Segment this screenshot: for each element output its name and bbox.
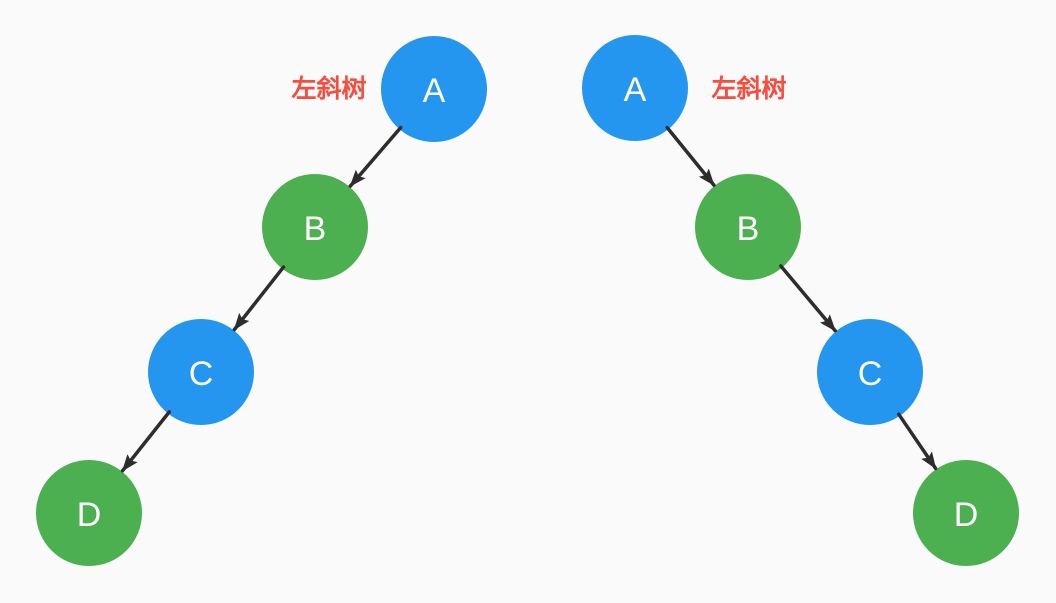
- edge-b-c: [779, 264, 837, 333]
- tree-node-d: [913, 460, 1019, 566]
- edge-c-d: [896, 412, 938, 471]
- tree-annotation: 左斜树: [291, 75, 366, 103]
- tree-node-d: [36, 460, 142, 566]
- tree-annotation: 左斜树: [711, 75, 786, 103]
- left-skewed-tree-right: A B C D 左斜树: [582, 35, 1019, 566]
- left-skewed-tree-left: A B C D 左斜树: [36, 36, 487, 566]
- tree-node-a: [381, 36, 487, 142]
- tree-node-letter: C: [858, 355, 883, 393]
- tree-node-c: [817, 319, 923, 425]
- tree-node-letter: C: [189, 355, 214, 393]
- edge-b-c: [232, 265, 286, 332]
- edge-a-b: [665, 125, 716, 187]
- tree-node-letter: B: [737, 210, 760, 248]
- tree-node-letter: B: [304, 210, 327, 248]
- tree-node-b: [695, 174, 801, 280]
- tree-node-letter: D: [954, 496, 979, 534]
- tree-node-b: [262, 174, 368, 280]
- edge-a-b: [348, 125, 403, 188]
- tree-node-letter: D: [77, 496, 102, 534]
- tree-node-a: [582, 35, 688, 141]
- tree-node-letter: A: [624, 71, 647, 109]
- edge-c-d: [120, 410, 172, 473]
- tree-node-letter: A: [423, 72, 446, 110]
- tree-node-c: [148, 319, 254, 425]
